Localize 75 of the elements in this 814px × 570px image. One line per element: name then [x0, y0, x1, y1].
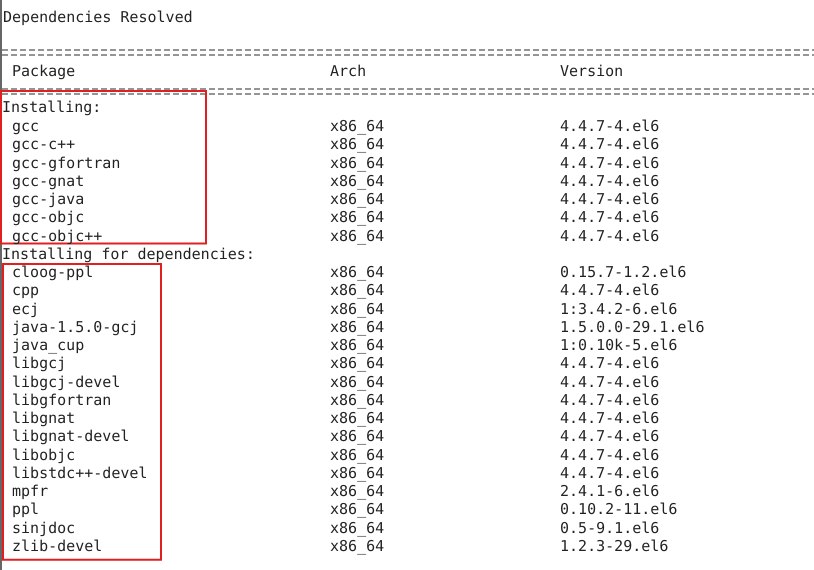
- package-name: libgcj-devel: [12, 374, 120, 390]
- architecture: x86_64: [330, 446, 384, 464]
- architecture: x86_64: [330, 520, 384, 536]
- version: 0.5-9.1.el6: [560, 520, 660, 536]
- package-name: libgnat: [12, 410, 76, 427]
- architecture: x86_64: [330, 228, 384, 244]
- version: 4.4.7-4.el6: [560, 228, 660, 244]
- version: 4.4.7-4.el6: [560, 410, 660, 427]
- package-name: gcc: [12, 118, 40, 135]
- version: 1:0.10k-5.el6: [560, 337, 678, 354]
- package-name: cpp: [12, 282, 40, 300]
- architecture: x86_64: [330, 209, 384, 226]
- architecture: x86_64: [330, 154, 384, 172]
- architecture: x86_64: [330, 118, 384, 135]
- package-name: ecj: [12, 300, 40, 318]
- package-name: gcc-java: [12, 191, 84, 208]
- package-name: gcc-objc++: [12, 228, 102, 244]
- package-name: libstdc++-devel: [12, 464, 148, 482]
- architecture: x86_64: [330, 483, 384, 500]
- architecture: x86_64: [330, 410, 384, 427]
- architecture: x86_64: [330, 282, 384, 300]
- architecture: x86_64: [330, 428, 384, 446]
- package-name: libgfortran: [12, 392, 112, 409]
- architecture: x86_64: [330, 464, 384, 482]
- section-heading: Installing for dependencies:: [2, 246, 255, 263]
- version: 4.4.7-4.el6: [560, 209, 660, 226]
- version: 4.4.7-4.el6: [560, 172, 660, 190]
- package-name: mpfr: [12, 483, 48, 500]
- package-name: java-1.5.0-gcj: [12, 318, 138, 336]
- package-name: libgnat-devel: [12, 428, 130, 446]
- package-name: zlib-devel: [12, 538, 102, 555]
- version: 4.4.7-4.el6: [560, 392, 660, 409]
- column-header: Arch: [330, 63, 366, 80]
- column-header: Version: [560, 63, 624, 80]
- version: 4.4.7-4.el6: [560, 282, 660, 300]
- version: 4.4.7-4.el6: [560, 464, 660, 482]
- column-header: Package: [12, 63, 76, 80]
- package-name: java_cup: [12, 337, 84, 354]
- version: 1.2.3-29.el6: [560, 538, 668, 555]
- architecture: x86_64: [330, 172, 384, 190]
- version: 4.4.7-4.el6: [560, 428, 660, 446]
- architecture: x86_64: [330, 374, 384, 390]
- package-name: gcc-objc: [12, 209, 84, 226]
- architecture: x86_64: [330, 355, 384, 372]
- version: 4.4.7-4.el6: [560, 136, 660, 154]
- version: 4.4.7-4.el6: [560, 374, 660, 390]
- version: 4.4.7-4.el6: [560, 355, 660, 372]
- version: 4.4.7-4.el6: [560, 446, 660, 464]
- architecture: x86_64: [330, 264, 384, 281]
- package-name: cloog-ppl: [12, 264, 94, 281]
- architecture: x86_64: [330, 318, 384, 336]
- package-name: libgcj: [12, 355, 66, 372]
- version: 4.4.7-4.el6: [560, 191, 660, 208]
- architecture: x86_64: [330, 538, 384, 555]
- package-name: libobjc: [12, 446, 76, 464]
- package-name: gcc-gfortran: [12, 154, 120, 172]
- section-heading: Installing:: [2, 99, 102, 116]
- package-name: sinjdoc: [12, 520, 76, 536]
- architecture: x86_64: [330, 501, 384, 518]
- architecture: x86_64: [330, 300, 384, 318]
- version: 0.15.7-1.2.el6: [560, 264, 686, 281]
- version: 4.4.7-4.el6: [560, 118, 660, 135]
- package-name: gcc-c++: [12, 136, 76, 154]
- architecture: x86_64: [330, 392, 384, 409]
- architecture: x86_64: [330, 191, 384, 208]
- architecture: x86_64: [330, 337, 384, 354]
- version: 2.4.1-6.el6: [560, 483, 660, 500]
- package-name: ppl: [12, 501, 40, 518]
- heading: Dependencies Resolved: [3, 9, 193, 26]
- version: 0.10.2-11.el6: [560, 501, 678, 518]
- version: 1:3.4.2-6.el6: [560, 300, 678, 318]
- architecture: x86_64: [330, 136, 384, 154]
- version: 1.5.0.0-29.1.el6: [560, 318, 704, 336]
- package-name: gcc-gnat: [12, 172, 84, 190]
- version: 4.4.7-4.el6: [560, 154, 660, 172]
